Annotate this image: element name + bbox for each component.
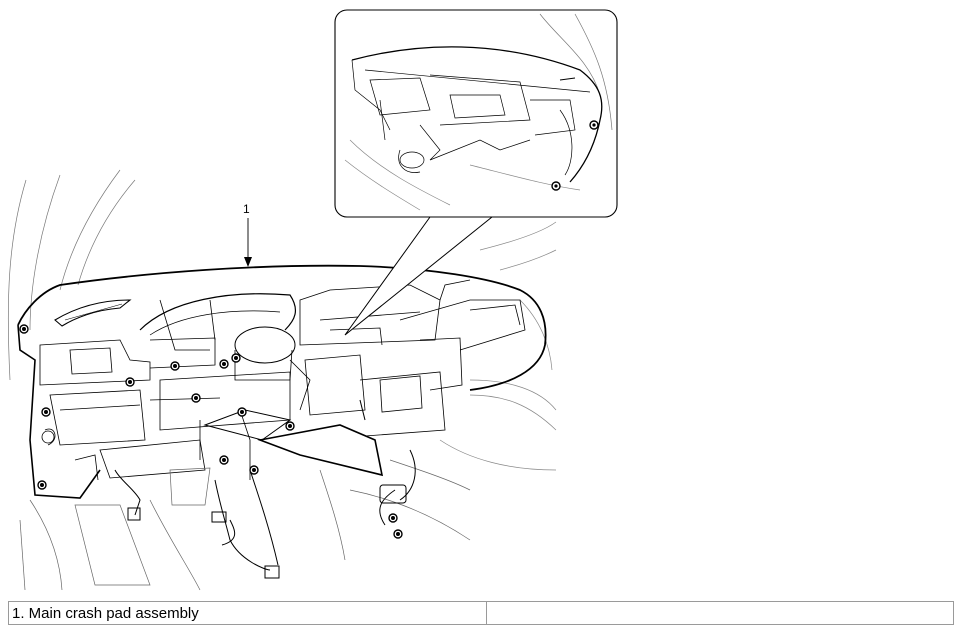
mounting-bolts [19, 324, 403, 539]
left-vent [54, 299, 132, 327]
bolt-icon [219, 455, 229, 465]
legend-empty-cell [486, 601, 954, 625]
cluster-hood [139, 293, 297, 331]
bolt-icon [237, 407, 247, 417]
bolt-icon [170, 361, 180, 371]
legend-table: 1. Main crash pad assembly [8, 601, 954, 625]
legend-row: 1. Main crash pad assembly [8, 601, 954, 625]
bolt-icon [388, 513, 398, 523]
bolt-icon [249, 465, 259, 475]
detail-inset [334, 9, 618, 336]
bolt-icon [551, 181, 561, 191]
bolt-icon [393, 529, 403, 539]
main-view [7, 169, 557, 591]
dash-left-end [17, 324, 101, 499]
inset-pointer [344, 216, 493, 336]
crash-pad-illustration: 1 [7, 9, 618, 591]
door-lines [439, 221, 557, 471]
bolt-icon [231, 353, 241, 363]
callout-number: 1 [243, 202, 250, 216]
bolt-icon [191, 393, 201, 403]
wiring-harness [114, 399, 416, 579]
bolt-icon [37, 480, 47, 490]
floor-lines [19, 459, 471, 591]
dash-top-outline [17, 264, 547, 391]
bolt-icon [19, 324, 29, 334]
lower-panel [257, 424, 384, 477]
legend-item-1: 1. Main crash pad assembly [8, 601, 487, 625]
bolt-icon [219, 359, 229, 369]
bolt-icon [41, 407, 51, 417]
a-pillar-lines [7, 169, 136, 381]
bolt-icon [589, 120, 599, 130]
bolt-icon [125, 377, 135, 387]
inset-frame [334, 9, 618, 218]
callout-arrowhead [244, 257, 252, 267]
center-frame [289, 279, 526, 437]
bolt-icon [285, 421, 295, 431]
